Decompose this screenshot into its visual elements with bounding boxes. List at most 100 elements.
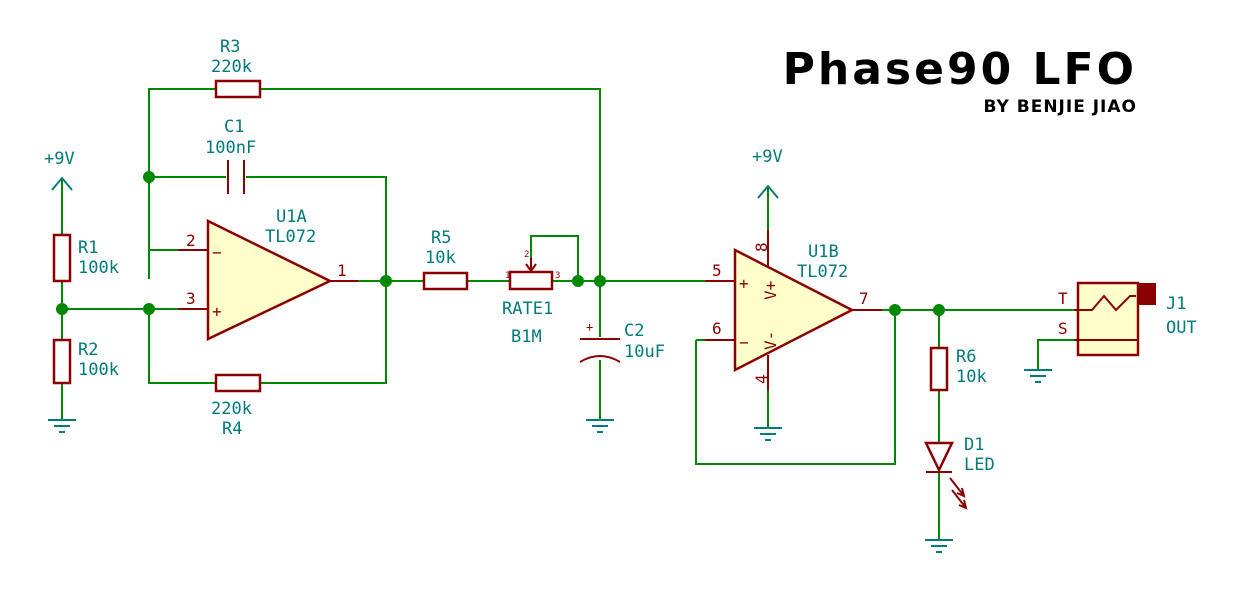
opamp-icon (206, 218, 333, 341)
resistor-r3: R3 220k (211, 37, 262, 99)
junction-dot (889, 304, 901, 316)
component-ref: R4 (222, 419, 242, 439)
resistor-r6: R6 10k (929, 346, 987, 392)
pin-number: 1 (505, 271, 510, 281)
wire (695, 310, 896, 465)
component-ref: U1A (276, 207, 307, 227)
pin-number: 3 (555, 271, 560, 281)
junction-dot (143, 303, 155, 315)
page-subtitle: BY BENJIE JIAO (983, 97, 1137, 117)
junction-dot (594, 275, 606, 287)
component-ref: RATE1 (502, 299, 553, 319)
pin-label: S (1058, 319, 1068, 338)
resistor-icon (52, 233, 72, 283)
ground-symbol (48, 419, 76, 433)
led-d1: D1 LED (924, 435, 995, 510)
ground-symbol (1024, 369, 1052, 383)
component-value: 100k (78, 360, 119, 380)
pin-number: 3 (186, 289, 196, 308)
component-ref: R3 (220, 37, 240, 57)
component-ref: C1 (224, 117, 244, 137)
resistor-r4: 220k R4 (211, 373, 262, 439)
junction-dot (143, 171, 155, 183)
plus-sign: + (212, 302, 222, 321)
component-value: 10k (425, 248, 456, 268)
junctions (56, 171, 945, 316)
minus-sign: − (739, 333, 749, 352)
power-arrow-icon (51, 176, 73, 191)
opamp-icon (733, 247, 855, 373)
jack-plug-icon (1138, 283, 1156, 305)
power-symbol-left: +9V (44, 149, 75, 191)
resistor-icon (52, 338, 72, 385)
junction-dot (56, 303, 68, 315)
ground-symbol (586, 419, 614, 433)
junction-dot (572, 275, 584, 287)
opamp-u1a: − + 2 3 1 U1A TL072 (178, 207, 358, 341)
component-value: LED (964, 455, 995, 475)
opamp-u1b: + − 5 6 7 8 4 V+ V- U1B TL072 (705, 230, 882, 390)
component-value: 100k (78, 258, 119, 278)
wire (148, 88, 216, 279)
wire (1037, 339, 1074, 370)
title-block: Phase90 LFO BY BENJIE JIAO (783, 44, 1137, 118)
potentiometer-icon (508, 270, 554, 291)
pin-number: 6 (712, 319, 722, 338)
wire (260, 88, 601, 281)
component-value: TL072 (265, 227, 316, 247)
power-label: +9V (44, 149, 75, 169)
pin-number: 2 (186, 231, 196, 250)
resistor-icon (929, 346, 949, 392)
component-ref: C2 (624, 321, 644, 341)
resistor-icon (214, 373, 262, 393)
component-value: 220k (211, 57, 252, 77)
resistor-icon (214, 79, 262, 99)
resistor-r5: R5 10k (422, 228, 469, 291)
junction-dot (380, 275, 392, 287)
power-arrow-icon (757, 184, 779, 199)
pin-number: 5 (712, 261, 722, 280)
capacitor-c1: C1 100nF (205, 117, 256, 194)
component-value: 10uF (624, 342, 665, 362)
pin-number: 7 (859, 289, 869, 308)
component-value: 10k (956, 367, 987, 387)
junction-dot (933, 304, 945, 316)
resistor-r2: R2 100k (52, 338, 119, 385)
ground-symbol (754, 427, 782, 441)
jack-j1: T S J1 OUT (1058, 281, 1197, 357)
wire (148, 309, 216, 384)
pin-number: 2 (524, 250, 529, 260)
pin-number: 8 (752, 242, 771, 252)
power-symbol-right: +9V (752, 147, 783, 199)
supply-pin-label: V- (761, 331, 780, 350)
wire (530, 235, 579, 281)
component-ref: U1B (808, 242, 839, 262)
plus-sign: + (739, 274, 749, 293)
potentiometer-rate1: 1 2 3 RATE1 B1M (502, 250, 560, 347)
ground-symbol (925, 539, 953, 553)
pin-number: 1 (337, 261, 347, 280)
pin-label: T (1058, 289, 1068, 308)
capacitor-c2: + C2 10uF (579, 320, 665, 363)
component-ref: R1 (78, 238, 98, 258)
component-ref: R6 (956, 347, 976, 367)
component-ref: R5 (431, 228, 451, 248)
polarity-mark: + (586, 320, 593, 334)
component-ref: R2 (78, 340, 98, 360)
supply-pin-label: V+ (761, 281, 780, 300)
resistor-icon (422, 271, 469, 291)
power-label: +9V (752, 147, 783, 167)
resistor-r1: R1 100k (52, 233, 119, 283)
led-icon (924, 441, 954, 473)
minus-sign: − (212, 243, 222, 262)
component-value: B1M (511, 327, 542, 347)
pin-number: 4 (752, 374, 771, 384)
wire (260, 281, 387, 384)
wires (61, 88, 1074, 540)
audio-jack-icon (1076, 281, 1140, 357)
component-ref: D1 (964, 435, 984, 455)
component-value: 100nF (205, 138, 256, 158)
component-value: 220k (211, 399, 252, 419)
component-value: OUT (1166, 318, 1197, 338)
